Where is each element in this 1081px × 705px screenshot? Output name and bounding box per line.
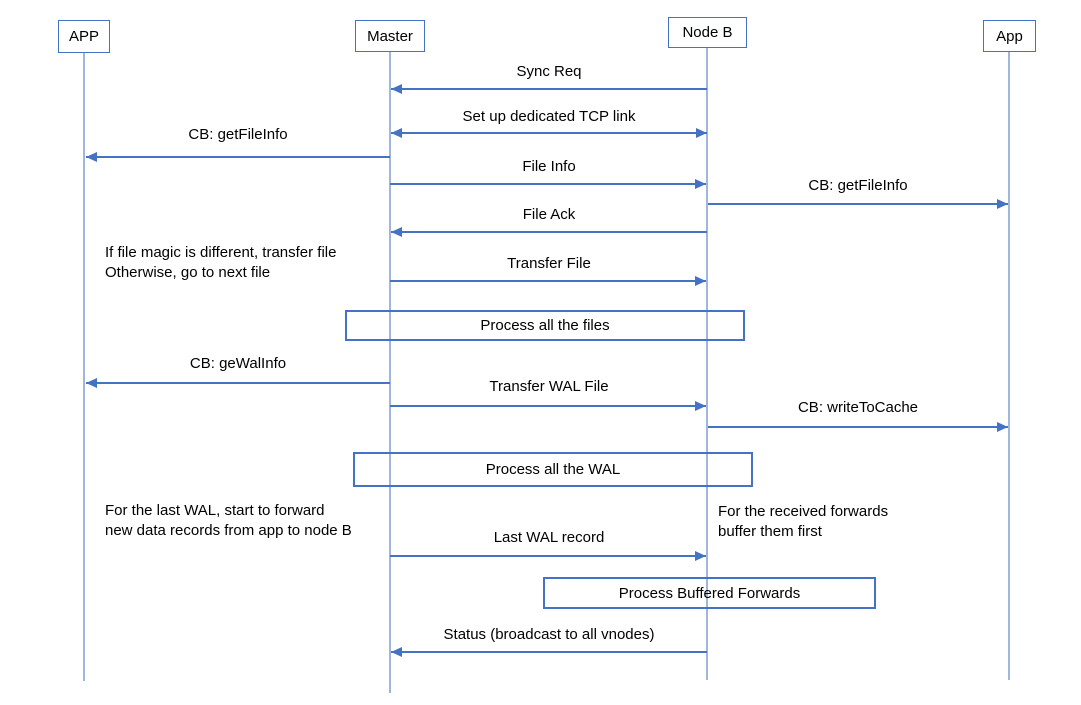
actor-box-app-right: App [983, 20, 1036, 52]
annotation-0: If file magic is different, transfer fil… [105, 243, 336, 283]
arrowhead-left-icon [86, 378, 97, 388]
message-line-8 [390, 405, 706, 407]
annotation-line: Otherwise, go to next file [105, 264, 271, 281]
process-box-label: Process all the WAL [485, 461, 621, 478]
arrowhead-right-icon [695, 551, 706, 561]
message-line-11 [391, 651, 707, 653]
arrowhead-right-icon [695, 276, 706, 286]
message-label: File Info [522, 158, 576, 175]
message-label: CB: geWalInfo [189, 355, 287, 372]
message-line-2 [86, 156, 390, 158]
actor-label-node-b: Node B [682, 24, 733, 41]
actor-label-app-right: App [996, 27, 1023, 45]
message-label: CB: getFileInfo [808, 177, 908, 194]
arrowhead-left-icon [391, 84, 402, 94]
actor-box-master: Master [355, 20, 425, 52]
lifeline-master [389, 52, 391, 693]
annotation-line: new data records from app to node B [105, 522, 352, 539]
message-line-4 [708, 203, 1008, 205]
message-line-10 [390, 555, 706, 557]
message-label: Transfer WAL File [489, 378, 609, 395]
message-label: Status (broadcast to all vnodes) [443, 626, 655, 643]
arrowhead-right-icon [695, 179, 706, 189]
message-line-3 [390, 183, 706, 185]
annotation-line: For the last WAL, start to forward [105, 502, 325, 519]
annotation-2: For the received forwards buffer them fir… [718, 502, 888, 542]
actor-box-node-b: Node B [668, 17, 747, 48]
process-box-label: Process all the files [480, 317, 610, 334]
message-label: Transfer File [507, 255, 591, 272]
message-line-9 [708, 426, 1008, 428]
annotation-line: For the received forwards [718, 503, 889, 520]
actor-box-app-left: APP [58, 20, 110, 53]
message-label: CB: getFileInfo [188, 126, 288, 143]
message-line-0 [391, 88, 707, 90]
message-line-7 [86, 382, 390, 384]
message-label: Last WAL record [493, 529, 605, 546]
message-line-1 [391, 132, 707, 134]
message-label: CB: writeToCache [797, 399, 919, 416]
actor-label-master: Master [367, 27, 413, 45]
arrowhead-left-icon [391, 128, 402, 138]
annotation-line: buffer them first [718, 523, 822, 540]
annotation-line: If file magic is different, transfer fil… [105, 244, 337, 261]
process-box-2: Process Buffered Forwards [543, 577, 876, 609]
lifeline-app-left [83, 53, 85, 681]
message-label: Set up dedicated TCP link [462, 108, 636, 125]
arrowhead-right-icon [696, 128, 707, 138]
arrowhead-right-icon [695, 401, 706, 411]
actor-label-app-left: APP [68, 28, 99, 45]
process-box-1: Process all the WAL [353, 452, 753, 487]
arrowhead-left-icon [391, 227, 402, 237]
arrowhead-right-icon [997, 199, 1008, 209]
message-line-5 [391, 231, 707, 233]
lifeline-node-b [706, 48, 708, 680]
arrowhead-left-icon [391, 647, 402, 657]
message-line-6 [390, 280, 706, 282]
process-box-label: Process Buffered Forwards [618, 584, 801, 602]
lifeline-app-right [1008, 52, 1010, 680]
message-label: File Ack [522, 206, 576, 223]
arrowhead-right-icon [997, 422, 1008, 432]
annotation-1: For the last WAL, start to forward new da… [105, 501, 352, 541]
message-label: Sync Req [516, 63, 582, 80]
arrowhead-left-icon [86, 152, 97, 162]
process-box-0: Process all the files [345, 310, 745, 341]
